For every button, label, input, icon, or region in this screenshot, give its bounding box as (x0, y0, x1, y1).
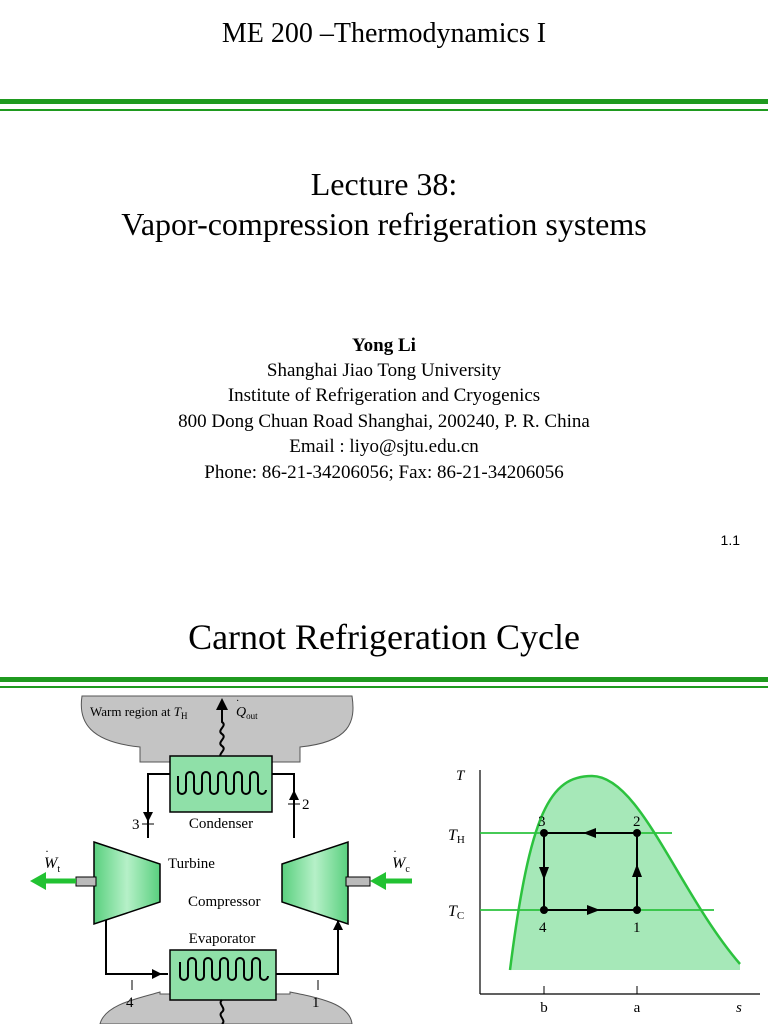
condenser-label: Condenser (189, 816, 253, 832)
s-axis-label: s (736, 1000, 742, 1016)
pipe-4 (105, 918, 168, 975)
flow-arrow-1 (333, 920, 343, 930)
state-4-point (540, 906, 548, 914)
pipe-1 (276, 918, 339, 975)
pipe-2 (272, 773, 295, 838)
vapor-dome-fill (510, 776, 740, 970)
tick-a: a (634, 1000, 641, 1016)
evaporator-label: Evaporator (189, 931, 256, 947)
vapor-dome-line (508, 774, 741, 971)
header-rule-thick (0, 99, 768, 104)
q-out-dot: · (236, 696, 239, 707)
slide2-rule-thin (0, 686, 768, 688)
compressor-shape (281, 840, 349, 926)
t-axis-label: T (456, 768, 466, 784)
lecture-number: Lecture 38: (310, 166, 458, 202)
wt-arrow-head (30, 872, 46, 890)
wc-arrow-head (370, 872, 386, 890)
flow-arrow-3 (143, 812, 153, 822)
ts-pt-1: 1 (633, 920, 641, 936)
wc-dot: · (393, 844, 397, 858)
arrow-2-3 (583, 828, 596, 838)
state-1-point (633, 906, 641, 914)
turbine-shape (93, 840, 161, 926)
pipe-3 (147, 773, 170, 838)
lecture-title: Lecture 38: Vapor-compression refrigerat… (0, 164, 768, 244)
wt-label: Wt (44, 855, 60, 875)
ts-pt-4: 4 (539, 920, 547, 936)
ts-diagram: T s TH TC 3 2 4 1 b a (448, 768, 760, 1016)
heat-in-squiggle (219, 999, 225, 1024)
arrow-1-2 (632, 864, 642, 877)
heat-out-arrow (216, 698, 228, 710)
compressor-label: Compressor (188, 894, 261, 910)
tc-label: TC (448, 903, 464, 922)
tick-b: b (540, 1000, 548, 1016)
page-number: 1.1 (720, 532, 740, 548)
state-3-point (540, 829, 548, 837)
author-phone-fax: Phone: 86-21-34206056; Fax: 86-21-342060… (204, 462, 564, 483)
course-title: ME 200 –Thermodynamics I (221, 18, 547, 49)
turbine-label: Turbine (168, 856, 215, 872)
flow-arrow-4 (152, 969, 162, 979)
state-3-label: 3 (132, 817, 140, 833)
slide2-title: Carnot Refrigeration Cycle (188, 617, 580, 657)
author-institute: Institute of Refrigeration and Cryogenic… (227, 385, 541, 406)
flow-arrow-2 (289, 790, 299, 800)
header-rule-thin (0, 109, 768, 111)
ts-pt-3: 3 (538, 814, 546, 830)
ts-pt-2: 2 (633, 814, 641, 830)
warm-region (80, 695, 354, 763)
carnot-schematic: Warm region at TH Qout · Condenser Turbi… (30, 695, 412, 1024)
author-email: Email : liyo@sjtu.edu.cn (289, 436, 479, 457)
state-2-point (633, 829, 641, 837)
warm-region-label: Warm region at TH (90, 704, 188, 721)
author-affiliation: Shanghai Jiao Tong University (266, 360, 502, 381)
arrow-3-4 (539, 867, 549, 880)
slide2-rule-thick (0, 677, 768, 682)
heat-out-squiggle (219, 710, 225, 759)
author-name: Yong Li (352, 335, 416, 356)
condenser-coil (177, 771, 267, 795)
state-1-label: 1 (312, 995, 320, 1011)
evaporator-coil (179, 957, 269, 981)
turbine-shaft (75, 876, 97, 887)
state-2-label: 2 (302, 797, 310, 813)
wc-label: Wc (392, 855, 410, 875)
th-label: TH (448, 827, 465, 846)
compressor-shaft (345, 876, 371, 887)
author-address: 800 Dong Chuan Road Shanghai, 200240, P.… (178, 411, 590, 432)
wt-dot: · (45, 844, 49, 858)
arrow-4-1 (587, 905, 600, 915)
lecture-topic: Vapor-compression refrigeration systems (121, 206, 647, 242)
cold-region (99, 991, 353, 1024)
state-4-label: 4 (126, 995, 134, 1011)
q-out-label: Qout (236, 705, 258, 721)
